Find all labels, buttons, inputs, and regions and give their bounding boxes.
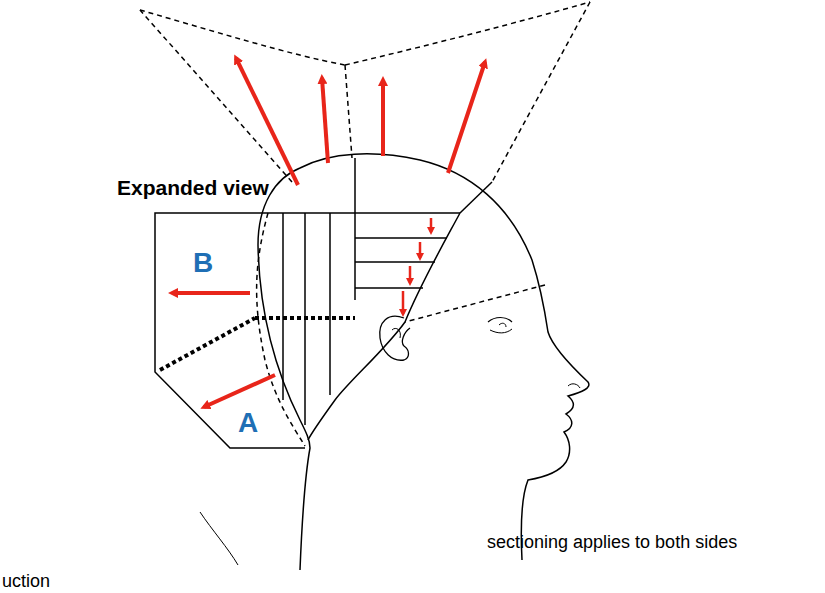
- small-arrows: [403, 218, 431, 314]
- panel-dividers: [160, 318, 355, 370]
- section-letter: A: [238, 408, 258, 439]
- note-text: sectioning applies to both sides: [487, 533, 737, 553]
- section-lines: [155, 158, 492, 448]
- elevation-arrows: [172, 58, 485, 407]
- section-letter: B: [193, 248, 213, 279]
- view-title: Expanded view: [117, 176, 269, 199]
- caption-fragment: uction: [2, 572, 50, 592]
- guide-dashes: [140, 2, 590, 446]
- head-profile: [200, 154, 589, 570]
